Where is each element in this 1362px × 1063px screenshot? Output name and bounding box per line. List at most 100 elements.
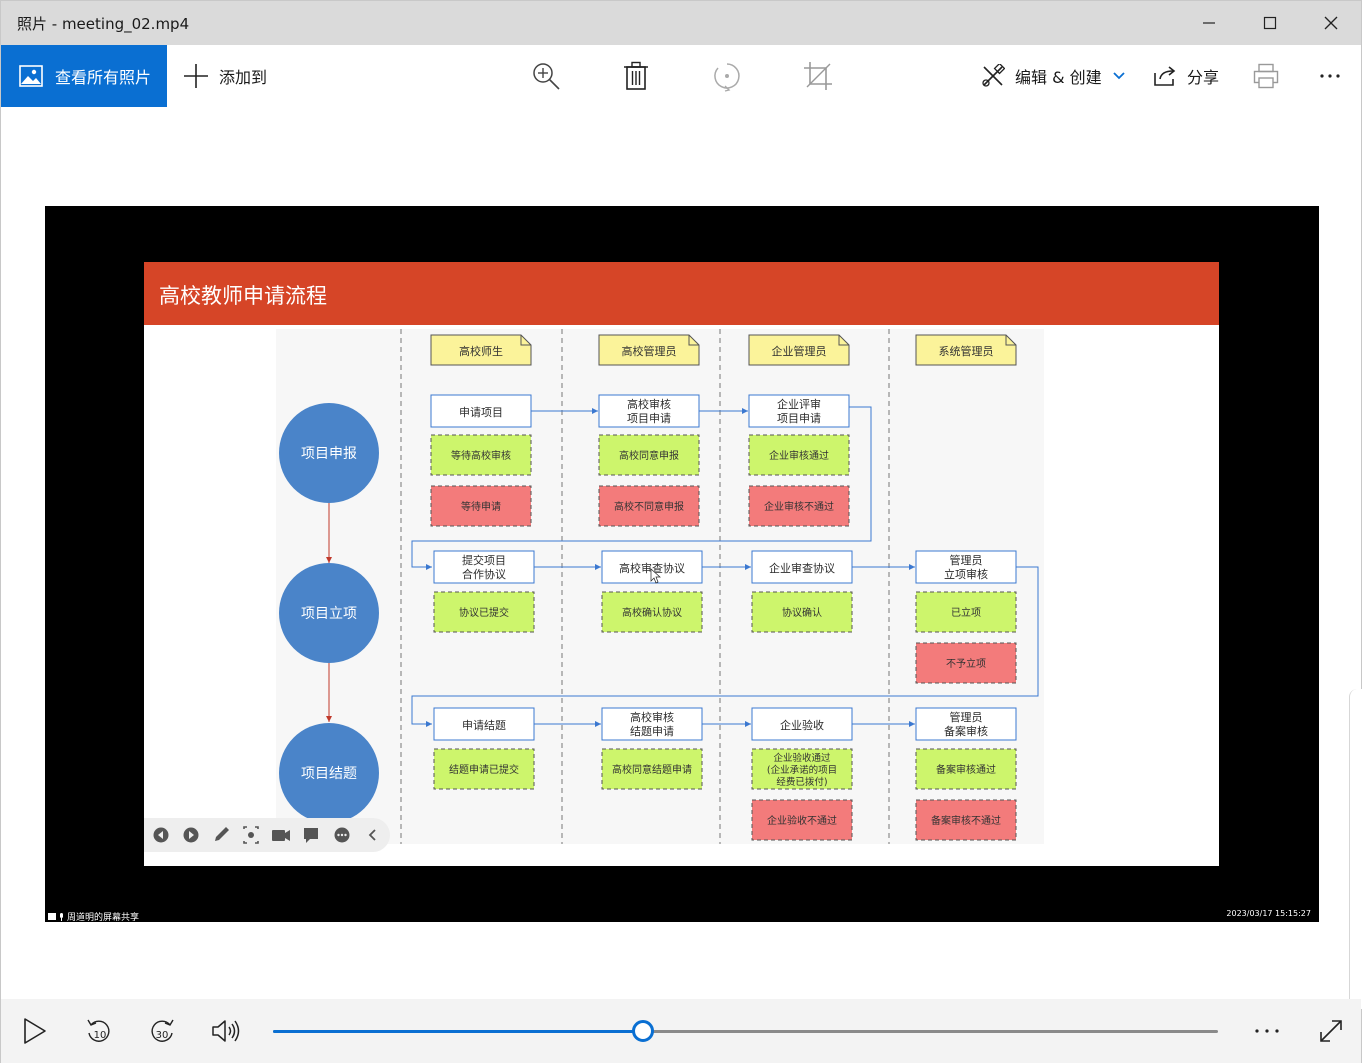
skip-back-button[interactable]: 10 [81, 999, 117, 1063]
meeting-toolbar-icons [153, 826, 376, 844]
flow-wrap-line [411, 406, 872, 570]
chevron-down-icon [1113, 72, 1125, 80]
status-enterprise-acceptance-failed: 企业验收不通过 [751, 799, 853, 841]
svg-text:项目申请: 项目申请 [627, 412, 671, 425]
edit-create-button[interactable]: 编辑 & 创建 [981, 45, 1126, 107]
delete-button[interactable] [623, 45, 649, 107]
svg-text:企业审核不通过: 企业审核不通过 [764, 500, 834, 513]
step-enterprise-review-agreement: 企业审查协议 [751, 550, 853, 584]
svg-text:管理员: 管理员 [950, 710, 983, 724]
svg-text:立项审核: 立项审核 [944, 567, 988, 581]
process-flow-diagram: 高校师生 高校管理员 企业管理员 系统管理员 [276, 329, 1044, 844]
svg-text:高校管理员: 高校管理员 [622, 344, 677, 358]
step-apply-project: 申请项目 [430, 394, 532, 428]
lane-header-enterprise-admin: 企业管理员 [748, 334, 850, 366]
svg-text:高校师生: 高校师生 [459, 344, 503, 358]
svg-text:企业验收通过: 企业验收通过 [773, 752, 831, 764]
svg-text:提交项目: 提交项目 [462, 553, 506, 567]
phase-circle-apply: 项目申报 [279, 403, 379, 503]
edit-create-icon [982, 64, 1005, 87]
share-label: 分享 [1187, 68, 1220, 87]
svg-text:高校确认协议: 高校确认协议 [622, 606, 682, 619]
crop-button[interactable] [803, 45, 833, 107]
svg-text:备案审核通过: 备案审核通过 [936, 763, 996, 776]
maximize-button[interactable] [1239, 1, 1301, 45]
step-apply-conclusion: 申请结题 [433, 707, 535, 741]
minimize-button[interactable] [1178, 1, 1240, 45]
more-options-button[interactable] [1319, 45, 1341, 107]
slide-header: 高校教师申请流程 [144, 262, 1219, 325]
more-icon [1320, 74, 1340, 78]
status-conclusion-submitted: 结题申请已提交 [433, 748, 535, 790]
skip-forward-icon: 30 [151, 1019, 174, 1042]
svg-text:系统管理员: 系统管理员 [939, 344, 994, 358]
status-filing-failed: 备案审核不通过 [915, 799, 1017, 841]
svg-text:企业评审: 企业评审 [777, 397, 821, 411]
step-school-review-conclusion: 高校审核 结题申请 [601, 707, 703, 741]
zoom-in-icon [533, 63, 560, 90]
screen-share-label: 周道明的屏幕共享 [67, 913, 140, 923]
video-frame[interactable]: 高校教师申请流程 [45, 206, 1319, 923]
lane-header-system-admin: 系统管理员 [915, 334, 1017, 366]
previous-icon[interactable] [153, 827, 169, 843]
status-school-agree: 高校同意申报 [598, 434, 700, 476]
share-button[interactable]: 分享 [1153, 45, 1219, 107]
next-icon[interactable] [183, 827, 199, 843]
svg-text:备案审核不通过: 备案审核不通过 [931, 814, 1001, 827]
status-school-confirm-agreement: 高校确认协议 [601, 591, 703, 633]
phase-circle-conclude: 项目结题 [279, 723, 379, 823]
seek-bar[interactable] [273, 1030, 1218, 1033]
collapse-icon[interactable] [368, 829, 376, 841]
chat-icon[interactable] [304, 828, 318, 843]
side-scroll-panel[interactable] [1349, 689, 1362, 1009]
svg-text:10: 10 [94, 1030, 107, 1041]
zoom-in-button[interactable] [531, 45, 561, 107]
plus-icon [184, 64, 208, 88]
svg-text:(企业承诺的项目: (企业承诺的项目 [767, 764, 837, 776]
rotate-button[interactable] [711, 45, 743, 107]
lane-header-students: 高校师生 [430, 334, 532, 366]
step-admin-approval-review: 管理员 立项审核 [915, 550, 1017, 584]
more-icon[interactable] [334, 827, 350, 843]
status-waiting-apply: 等待申请 [430, 485, 532, 527]
step-enterprise-review-application: 企业评审 项目申请 [748, 394, 850, 428]
play-button[interactable] [15, 999, 55, 1063]
slide-title: 高校教师申请流程 [159, 284, 327, 308]
mouse-cursor [650, 568, 661, 584]
status-agreement-submitted: 协议已提交 [433, 591, 535, 633]
svg-text:企业管理员: 企业管理员 [772, 344, 827, 358]
maximize-icon [1263, 16, 1277, 30]
play-icon [24, 1018, 46, 1044]
view-all-photos-label: 查看所有照片 [55, 68, 152, 87]
close-button[interactable] [1300, 1, 1362, 45]
seek-thumb[interactable] [632, 1020, 655, 1042]
fullscreen-button[interactable] [1311, 999, 1351, 1063]
status-school-agree-conclusion: 高校同意结题申请 [601, 748, 703, 790]
skip-forward-button[interactable]: 30 [144, 999, 180, 1063]
printer-icon [1253, 63, 1279, 89]
skip-back-icon: 10 [87, 1019, 110, 1042]
volume-icon [212, 1020, 240, 1042]
add-to-button[interactable]: 添加到 [183, 45, 267, 107]
view-all-photos-button[interactable]: 查看所有照片 [1, 45, 167, 107]
player-more-button[interactable] [1247, 999, 1287, 1063]
print-button[interactable] [1253, 45, 1279, 107]
svg-text:高校审核: 高校审核 [627, 397, 671, 411]
camera-icon[interactable] [272, 830, 290, 841]
step-admin-filing-review: 管理员 备案审核 [915, 707, 1017, 741]
screenshot-icon[interactable] [243, 826, 259, 844]
svg-text:高校同意结题申请: 高校同意结题申请 [612, 763, 692, 776]
lane-header-school-admin: 高校管理员 [598, 334, 700, 366]
pen-icon[interactable] [215, 827, 229, 841]
svg-text:已立项: 已立项 [951, 606, 981, 619]
status-enterprise-passed: 企业审核通过 [748, 434, 850, 476]
svg-text:高校审查协议: 高校审查协议 [619, 561, 685, 575]
video-timestamp: 2023/03/17 15:15:27 [1226, 909, 1311, 918]
title-bar: 照片 - meeting_02.mp4 [1, 1, 1361, 45]
rotate-icon [714, 63, 740, 92]
volume-button[interactable] [208, 999, 244, 1063]
photo-gallery-icon [19, 65, 43, 87]
svg-text:项目结题: 项目结题 [301, 766, 357, 782]
svg-text:高校不同意申报: 高校不同意申报 [614, 500, 684, 513]
